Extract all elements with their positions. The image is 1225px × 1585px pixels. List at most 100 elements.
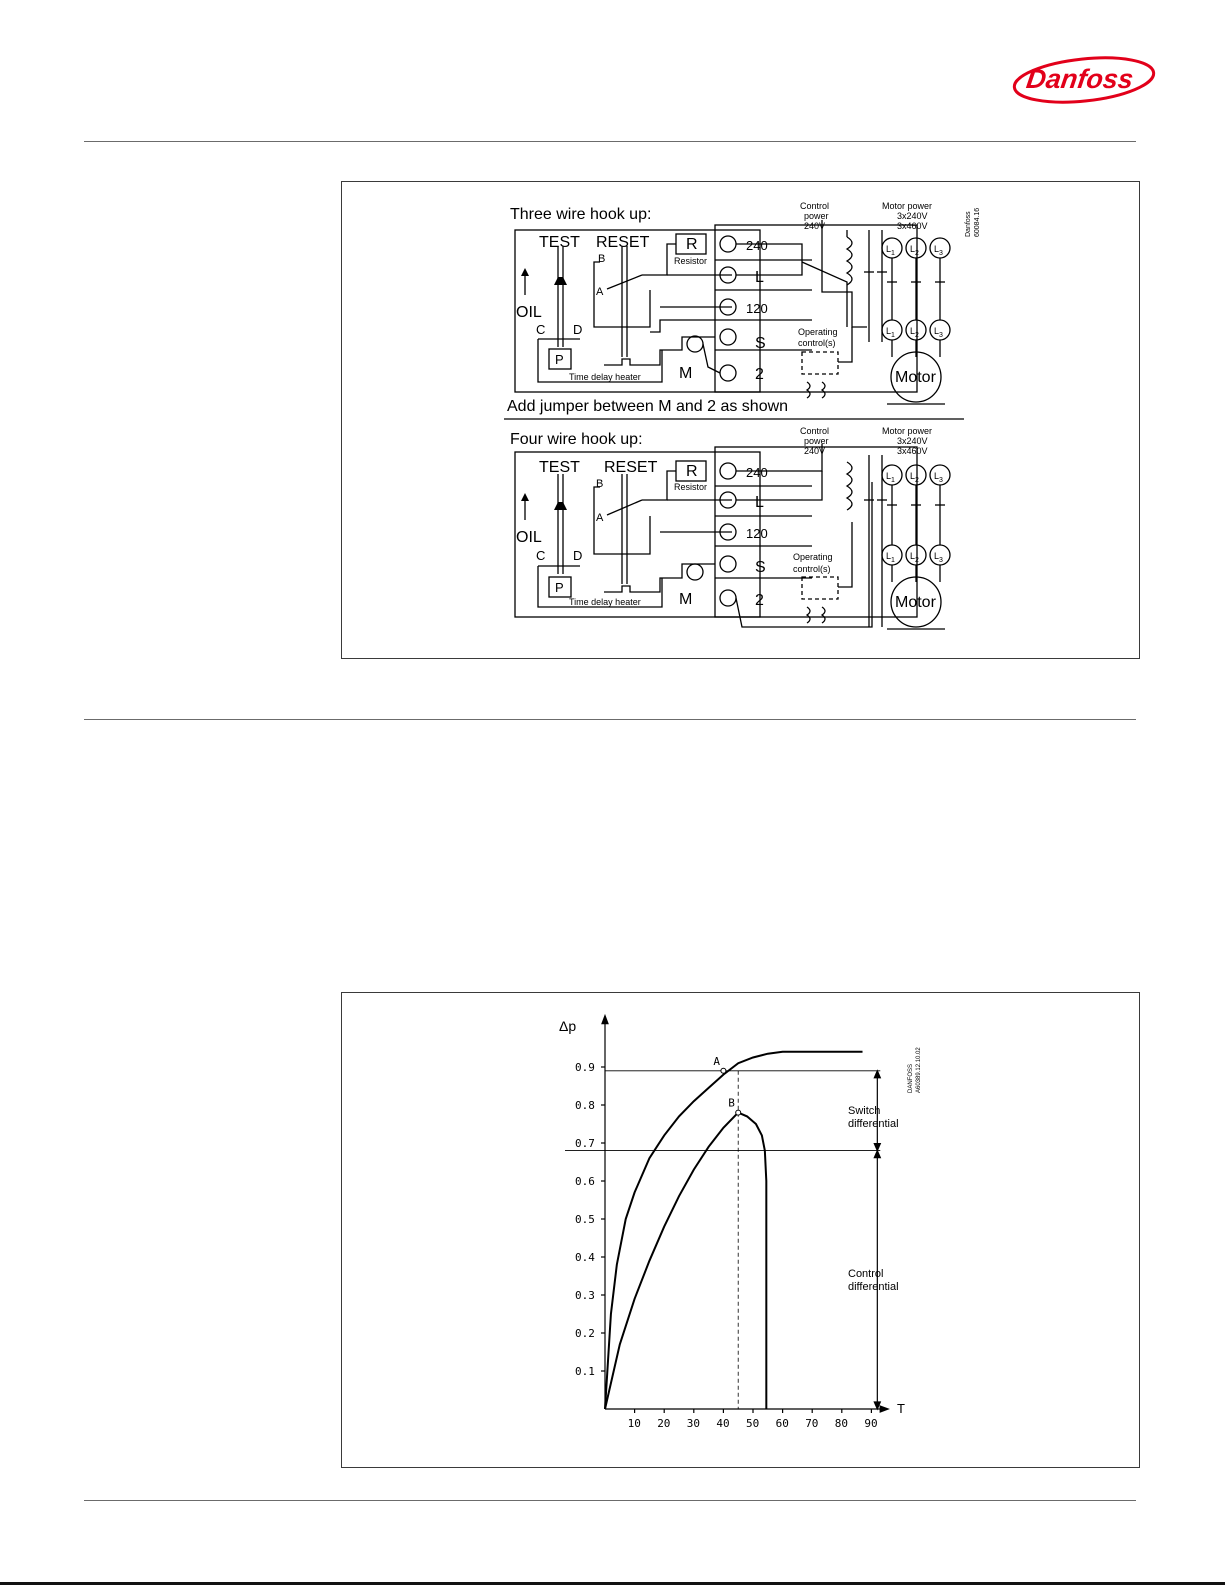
y-tick-label: 0.9 <box>575 1061 595 1074</box>
motor-power-label: 3x460V <box>897 221 928 231</box>
control-power-label: power <box>804 211 829 221</box>
test-label: TEST <box>539 459 580 476</box>
terminal-240: 240 <box>746 238 768 253</box>
point-label-a: A <box>713 1055 720 1068</box>
phase-label: L1 <box>886 471 895 484</box>
x-tick-label: 40 <box>716 1417 729 1430</box>
svg-text:Danfoss: Danfoss <box>1025 63 1136 94</box>
motor-label: Motor <box>895 594 937 611</box>
phase-label: L1 <box>886 244 895 257</box>
control-differential-label: Control <box>848 1268 883 1280</box>
x-axis-label: T <box>897 1401 905 1416</box>
x-tick-label: 90 <box>864 1417 877 1430</box>
motor-power-label: Motor power <box>882 426 932 436</box>
phase-label: L1 <box>886 326 895 339</box>
pressure-chart: 0.1 0.2 0.3 0.4 0.5 0.6 0.7 0.8 0.9 10 20 30 40 50 60 7… <box>559 1013 922 1430</box>
chart-drawing-code: DANFOSS <box>908 1064 914 1093</box>
drawing-code: 60084.16 <box>974 208 981 237</box>
point-label-b: B <box>728 1097 735 1110</box>
c-label: C <box>536 548 545 563</box>
chart-frame: 0.1 0.2 0.3 0.4 0.5 0.6 0.7 0.8 0.9 10 20 30 40 50 60 7… <box>341 992 1140 1468</box>
y-tick-label: 0.6 <box>575 1175 595 1188</box>
page-bottom-edge <box>0 1582 1225 1585</box>
r-label: R <box>686 236 698 253</box>
y-tick-label: 0.7 <box>575 1137 595 1150</box>
terminal-120: 120 <box>746 301 768 316</box>
resistor-label: Resistor <box>674 482 707 492</box>
control-power-label: Control <box>800 201 829 211</box>
phase-label: L2 <box>910 326 919 339</box>
test-label: TEST <box>539 234 580 251</box>
phase-label: L3 <box>934 471 943 484</box>
phase-label: L1 <box>886 551 895 564</box>
motor-power-label: 3x460V <box>897 446 928 456</box>
y-tick-label: 0.5 <box>575 1213 595 1226</box>
y-tick-label: 0.1 <box>575 1365 595 1378</box>
jumper-note: Add jumper between M and 2 as shown <box>507 398 788 415</box>
arrowhead <box>873 1401 882 1411</box>
four-wire-title: Four wire hook up: <box>510 431 643 448</box>
series-line-1 <box>604 1050 863 1410</box>
y-axis-label: Δp <box>559 1018 576 1034</box>
y-axis-arrow <box>601 1013 609 1025</box>
phase-label: L3 <box>934 551 943 564</box>
three-wire-title: Three wire hook up: <box>510 206 651 223</box>
x-axis-arrow <box>879 1405 890 1413</box>
phase-label: L3 <box>934 326 943 339</box>
m-label: M <box>679 591 692 608</box>
y-tick-label: 0.3 <box>575 1289 595 1302</box>
a-label: A <box>596 512 604 524</box>
reset-label: RESET <box>604 459 658 476</box>
arrowhead <box>873 1143 882 1153</box>
control-power-label: 240V <box>804 446 825 456</box>
section-rule <box>84 719 1136 720</box>
phase-label: L2 <box>910 471 919 484</box>
operating-control-label: Operating <box>798 327 838 337</box>
phase-label: L3 <box>934 244 943 257</box>
x-tick-label: 50 <box>746 1417 759 1430</box>
terminal-l: L <box>755 494 764 511</box>
terminal-2: 2 <box>755 592 764 609</box>
x-tick-label: 20 <box>657 1417 670 1430</box>
terminal-120: 120 <box>746 526 768 541</box>
control-differential-label: differential <box>848 1281 899 1293</box>
control-power-label: Control <box>800 426 829 436</box>
b-label: B <box>598 253 605 265</box>
series-line-2 <box>604 1111 768 1410</box>
heater-label: Time delay heater <box>569 597 641 607</box>
phase-label: L2 <box>910 551 919 564</box>
m-label: M <box>679 365 692 382</box>
operating-control-label: control(s) <box>793 564 831 574</box>
reset-label: RESET <box>596 234 650 251</box>
r-label: R <box>686 463 698 480</box>
danfoss-logo: Danfoss <box>1012 56 1156 104</box>
x-tick-label: 30 <box>687 1417 700 1430</box>
terminal-s: S <box>755 335 766 352</box>
footer-rule <box>84 1500 1136 1501</box>
terminal-l: L <box>755 269 764 286</box>
b-label: B <box>596 478 603 490</box>
control-power-label: 240V <box>804 221 825 231</box>
y-tick-label: 0.2 <box>575 1327 595 1340</box>
x-tick-label: 10 <box>628 1417 641 1430</box>
x-tick-label: 60 <box>776 1417 789 1430</box>
arrowhead <box>873 1149 882 1159</box>
terminal-s: S <box>755 559 766 576</box>
y-tick-label: 0.4 <box>575 1251 595 1264</box>
d-label: D <box>573 548 582 563</box>
x-tick-label: 70 <box>805 1417 818 1430</box>
resistor-label: Resistor <box>674 256 707 266</box>
p-label: P <box>555 352 564 367</box>
oil-label: OIL <box>516 304 542 321</box>
header-rule <box>84 141 1136 142</box>
switch-point-a <box>720 1067 727 1074</box>
operating-control-label: control(s) <box>798 338 836 348</box>
arrowhead <box>873 1069 882 1079</box>
terminal-240: 240 <box>746 465 768 480</box>
motor-power-label: 3x240V <box>897 211 928 221</box>
switch-differential-label: Switch <box>848 1105 880 1117</box>
x-tick-label: 80 <box>835 1417 848 1430</box>
y-tick-label: 0.8 <box>575 1099 595 1112</box>
terminal-2: 2 <box>755 366 764 383</box>
motor-power-label: 3x240V <box>897 436 928 446</box>
